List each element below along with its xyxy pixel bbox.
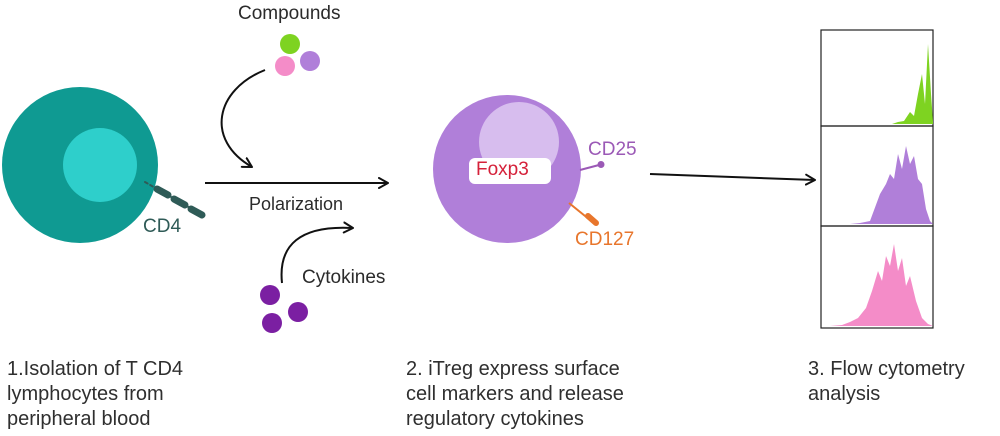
cytokines-curved-arrow: [280, 221, 354, 284]
compounds-label: Compounds: [238, 3, 341, 24]
t-cell-nucleus: [63, 128, 137, 202]
cytokine-icons: [260, 285, 308, 333]
histogram-panel: [820, 225, 934, 329]
step-3-caption: 3. Flow cytometry analysis: [808, 358, 965, 405]
polarization-label: Polarization: [249, 194, 344, 214]
flow-cytometry-plot: [820, 29, 934, 329]
histogram-pink: [830, 244, 933, 326]
compound-pink-icon: [275, 56, 295, 76]
arrow-to-flow-cytometry: [649, 173, 816, 186]
cd25-label: CD25: [588, 139, 637, 160]
compounds-curved-arrow: [220, 69, 266, 168]
histogram-purple: [850, 146, 933, 224]
cd4-label: CD4: [143, 216, 182, 237]
step-1-caption: 1.Isolation of T CD4 lymphocytes from pe…: [7, 358, 184, 430]
cytokine-icon: [260, 285, 280, 305]
compound-purple-icon: [300, 51, 320, 71]
t-cd4-cell: [2, 87, 158, 243]
foxp3-label: Foxp3: [476, 159, 529, 180]
histogram-green: [892, 44, 933, 124]
cytokine-icon: [288, 302, 308, 322]
cytokine-icon: [262, 313, 282, 333]
compound-green-icon: [280, 34, 300, 54]
step-2-caption: 2. iTreg express surface cell markers an…: [406, 358, 624, 430]
cd127-marker-icon: [568, 202, 599, 226]
cd25-marker-icon: [579, 161, 605, 171]
foxp3-label-box: [469, 158, 551, 184]
cytokines-label: Cytokines: [302, 267, 386, 288]
itreg-cell: [433, 95, 581, 243]
cd4-receptor-icon: [144, 181, 206, 219]
compound-icons: [275, 34, 320, 76]
cd127-label: CD127: [575, 229, 635, 250]
